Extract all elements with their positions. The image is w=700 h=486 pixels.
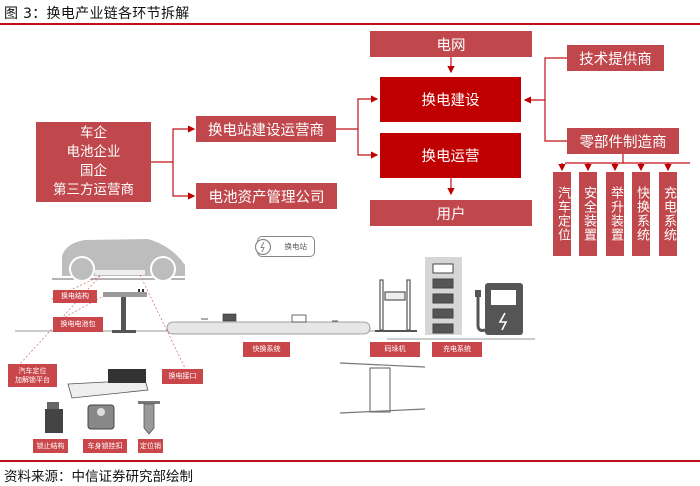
battery-lift-table-icon (103, 289, 147, 333)
figure-source: 资料来源：中信证券研究部绘制 (4, 469, 193, 485)
station-builder-box: 换电站建设运营商 (196, 116, 336, 142)
part-safety-device: 安全装置 (579, 172, 597, 256)
part-vehicle-positioning: 汽车定位 (553, 172, 571, 256)
grid-box: 电网 (370, 31, 532, 57)
station-badge: 换电站 (254, 236, 315, 257)
tag-locating-pin: 定位销 (138, 439, 163, 453)
figure-title: 图 3：换电产业链各环节拆解 (4, 6, 190, 22)
tag-vehicle-positioning: 汽车定位 加解锁平台 (8, 364, 57, 387)
participant-item: 国企 (80, 163, 107, 179)
participants-box: 车企 电池企业 国企 第三方运营商 (36, 122, 151, 202)
lightning-circle-icon (254, 238, 272, 256)
arrow-to-battery-manager (172, 162, 196, 200)
battery-asset-manager-box: 电池资产管理公司 (196, 183, 337, 209)
tech-provider-box: 技术提供商 (567, 45, 664, 71)
part-lift-device: 举升装置 (606, 172, 624, 256)
tag-swap-structure: 换电结构 (53, 290, 97, 303)
body-hook-icon (87, 404, 115, 430)
battery-rack-icon (425, 257, 462, 335)
gantry-frame-icon (339, 362, 426, 414)
car-icon (62, 239, 185, 282)
callout-lines (9, 274, 186, 376)
part-label: 举升装置 (608, 186, 623, 242)
tag-line: 汽车定位 (18, 366, 47, 375)
tag-charging-system: 充电系统 (432, 342, 482, 357)
part-charging-system: 充电系统 (659, 172, 677, 256)
arrow-to-station-builder (172, 125, 196, 162)
swap-construction-box: 换电建设 (380, 77, 521, 122)
connector-lines (151, 57, 690, 200)
user-box: 用户 (370, 200, 532, 226)
tag-swap-interface: 换电接口 (162, 369, 203, 384)
swap-station-illustration (9, 239, 535, 435)
positioning-platform-icon (67, 369, 149, 399)
tag-quick-swap-system: 快换系统 (243, 342, 290, 357)
participant-item: 第三方运营商 (53, 182, 134, 198)
part-label: 安全装置 (581, 186, 596, 242)
tag-swap-battery-pack: 换电电池包 (53, 317, 103, 332)
part-label: 充电系统 (661, 186, 676, 242)
swap-operation-box: 换电运营 (380, 133, 521, 178)
parts-manufacturer-box: 零部件制造商 (567, 128, 679, 154)
participant-item: 电池企业 (66, 144, 121, 160)
bottom-rule (0, 460, 700, 462)
part-label: 快换系统 (634, 186, 649, 242)
line-suppliers-bracket (544, 57, 567, 142)
quick-swap-conveyor-icon (166, 313, 371, 335)
tag-body-hook: 车身锁挂扣 (83, 439, 127, 453)
line-parts-split (565, 152, 690, 164)
station-badge-label: 换电站 (284, 242, 308, 251)
tag-stacker: 码垛机 (370, 342, 420, 357)
lock-structure-icon (45, 402, 63, 433)
participant-item: 车企 (80, 125, 107, 141)
stacker-machine-icon (375, 279, 417, 332)
locating-pin-icon (138, 401, 160, 435)
charging-pump-icon (475, 283, 523, 335)
tag-lock-structure: 锁止结构 (33, 439, 68, 453)
top-rule (0, 23, 700, 25)
part-quick-swap-system: 快换系统 (632, 172, 650, 256)
arrow-to-operation (357, 129, 379, 159)
tag-line: 加解锁平台 (15, 375, 50, 384)
arrow-to-construction (357, 95, 379, 129)
part-label: 汽车定位 (555, 186, 570, 242)
